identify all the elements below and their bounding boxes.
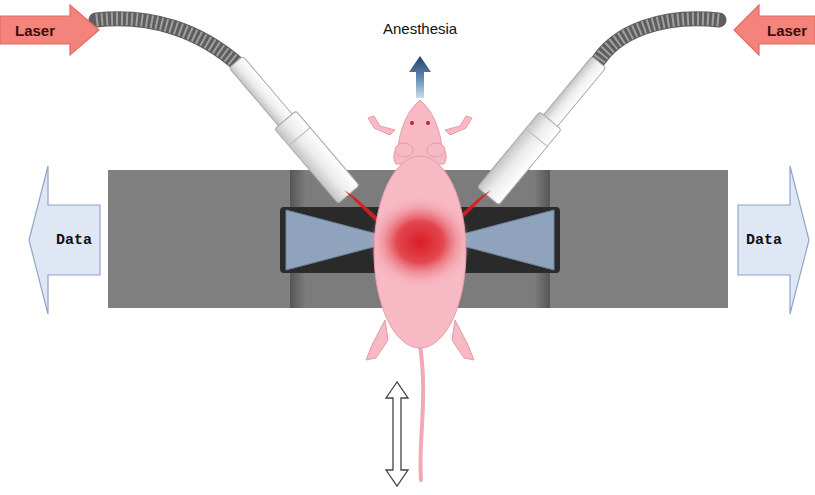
laser-arrow: Laser: [0, 4, 100, 56]
fiber-hose-ribs: [96, 19, 240, 66]
data-arrow: Data: [28, 165, 100, 315]
arrow-label: Laser: [15, 22, 55, 39]
arrow-label: Data: [56, 232, 92, 249]
arrow-label: Data: [746, 232, 782, 249]
fiber-hose-ribs: [595, 19, 719, 66]
fiber-probe: [477, 53, 609, 205]
data-arrow: Data: [738, 165, 810, 315]
laser-arrow-outline: [734, 5, 815, 55]
laser-arrow: Laser: [733, 4, 815, 56]
fiber-hose: [595, 19, 719, 66]
arrow-label: Laser: [767, 22, 807, 39]
data-arrow-outline: [738, 166, 809, 314]
data-arrow-outline: [29, 166, 100, 314]
laser-arrow-outline: [0, 5, 99, 55]
fiber-hose: [96, 19, 240, 66]
illumination-spot: [368, 196, 472, 288]
process-label: Anesthesia: [383, 20, 457, 37]
mouse: [366, 100, 474, 480]
translation-arrow: [386, 382, 408, 486]
anesthesia-arrow: [409, 56, 431, 98]
fiber-probe: [225, 53, 359, 204]
